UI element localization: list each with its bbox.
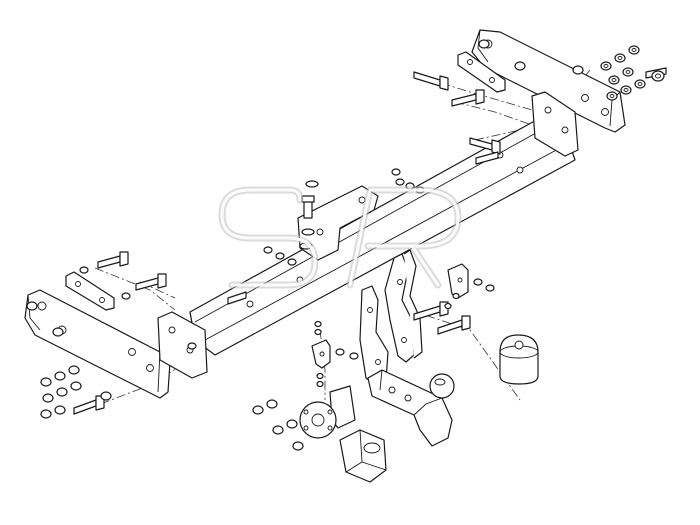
electrical-socket	[339, 429, 387, 483]
nut-icon	[292, 441, 304, 451]
nut-icon	[70, 381, 82, 391]
neck-support-bracket-left	[359, 285, 389, 387]
nut-icon	[263, 246, 273, 254]
bolt-icon	[437, 315, 471, 335]
nut-icon	[514, 61, 526, 71]
nut-icon	[314, 328, 322, 336]
bolt-icon	[97, 251, 129, 269]
nut-icon	[452, 292, 460, 300]
nut-icon	[121, 292, 131, 300]
bolt-icon	[413, 71, 449, 91]
bolts	[73, 67, 667, 415]
right-end-flange	[531, 91, 579, 157]
nut-icon	[391, 168, 401, 176]
left-spacer-plate	[65, 271, 115, 311]
nut-icon	[349, 352, 359, 360]
nut-icon	[473, 278, 483, 286]
nut-icon	[606, 91, 618, 101]
bolt-icon	[451, 89, 485, 107]
nut-icon	[600, 61, 612, 71]
nut-icon	[52, 327, 64, 337]
nut-icon	[68, 365, 80, 375]
bolt-icon	[73, 395, 105, 415]
right-spacer-plate	[457, 51, 506, 93]
nut-icon	[444, 302, 452, 310]
nut-icon	[286, 419, 298, 429]
nut-icon	[614, 53, 626, 63]
nut-icon	[287, 258, 297, 266]
nut-icon	[316, 380, 324, 388]
nuts-and-washers	[26, 39, 665, 451]
angle-bracket-left	[311, 339, 331, 369]
bolt-icon	[227, 291, 247, 305]
nut-icon	[634, 79, 646, 89]
bolt-icon	[475, 151, 499, 165]
bolt-icon	[469, 137, 501, 155]
nut-icon	[54, 371, 66, 381]
nut-icon	[335, 348, 345, 356]
tow-ball-neck	[367, 369, 455, 447]
nut-icon	[42, 393, 54, 403]
nut-icon	[395, 178, 405, 186]
nut-icon	[56, 387, 68, 397]
nut-icon	[651, 70, 665, 82]
ball-cover	[499, 334, 539, 385]
bolt-icon	[301, 195, 315, 219]
nut-icon	[54, 405, 66, 415]
nut-icon	[272, 425, 284, 435]
nut-icon	[40, 377, 52, 387]
neck-support-bracket	[384, 249, 423, 363]
sr-watermark	[218, 186, 462, 289]
nut-icon	[628, 45, 640, 55]
nut-icon	[572, 65, 584, 75]
bolt-icon	[135, 273, 167, 291]
nut-icon	[40, 409, 52, 419]
nut-icon	[275, 252, 285, 260]
nut-icon	[622, 67, 634, 77]
washer-icon	[305, 180, 319, 188]
angle-bracket-right	[447, 263, 469, 299]
washer-icon	[301, 228, 315, 236]
nut-icon	[79, 266, 89, 274]
socket-plate	[299, 385, 356, 439]
nut-icon	[266, 399, 278, 409]
nut-icon	[620, 85, 632, 95]
nut-icon	[314, 320, 322, 328]
nut-icon	[608, 75, 620, 85]
nut-icon	[316, 372, 324, 380]
tow-ball-icon	[429, 373, 455, 399]
nut-icon	[26, 301, 38, 311]
nut-icon	[485, 284, 495, 292]
nut-icon	[252, 405, 264, 415]
nut-icon	[187, 342, 197, 350]
nut-icon	[100, 391, 112, 401]
nut-icon	[478, 39, 490, 49]
